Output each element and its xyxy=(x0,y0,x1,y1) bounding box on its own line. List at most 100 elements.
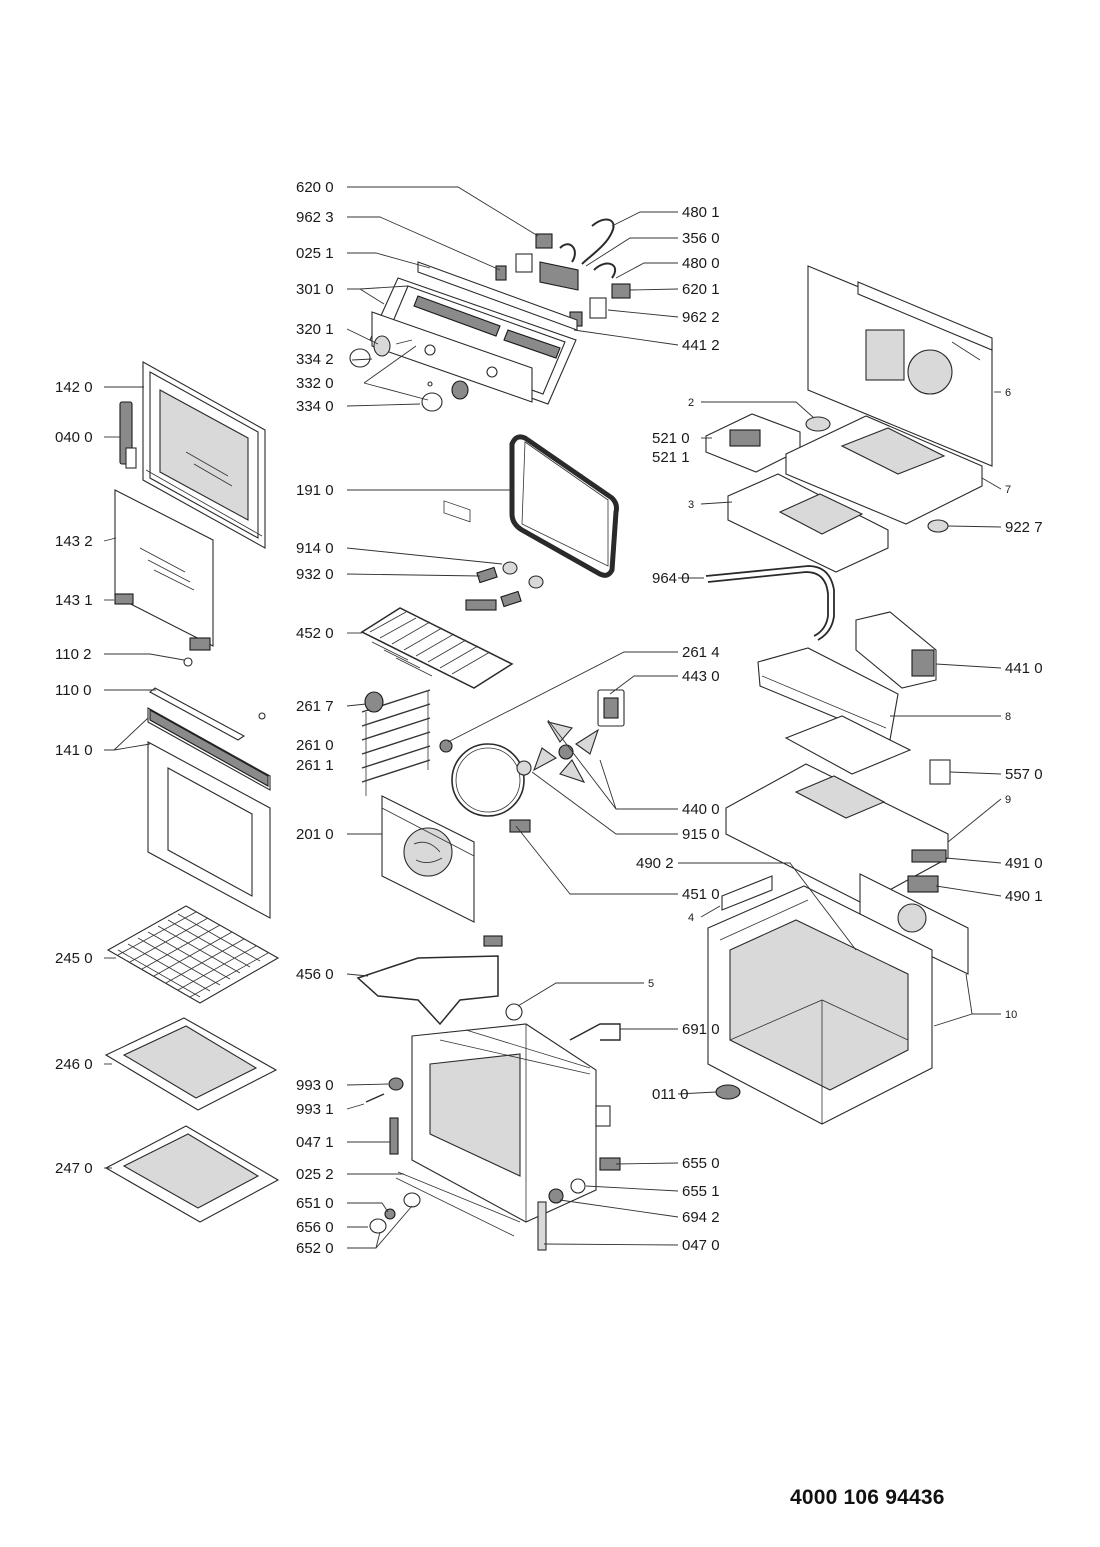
wiring-harnesses xyxy=(559,218,617,279)
part-label: 110 2 xyxy=(55,646,91,663)
part-label: 9 xyxy=(1005,794,1011,806)
part-label: 521 0 xyxy=(652,430,690,447)
door-handle xyxy=(149,687,266,741)
bottom-plate-assembly xyxy=(727,473,889,573)
part-label: 3 xyxy=(688,499,694,511)
part-label: 655 1 xyxy=(682,1183,720,1200)
part-label: 452 0 xyxy=(296,625,334,642)
part-label: 141 0 xyxy=(55,742,93,759)
outer-door-frame xyxy=(142,361,266,549)
inner-door-glass xyxy=(114,489,214,647)
part-label: 655 0 xyxy=(682,1155,720,1172)
part-label: 451 0 xyxy=(682,886,720,903)
door-seal-gasket xyxy=(509,434,619,578)
part-label: 356 0 xyxy=(682,230,720,247)
part-label: 557 0 xyxy=(1005,766,1043,783)
electronic-module xyxy=(705,413,831,473)
part-label: 110 0 xyxy=(55,682,91,699)
part-label: 247 0 xyxy=(55,1160,93,1177)
part-label: 962 2 xyxy=(682,309,720,326)
part-label: 142 0 xyxy=(55,379,93,396)
part-label: 441 0 xyxy=(1005,660,1043,677)
part-label: 491 0 xyxy=(1005,855,1043,872)
part-label: 480 1 xyxy=(682,204,720,221)
baking-tray-shallow xyxy=(104,1017,278,1111)
part-label: 651 0 xyxy=(296,1195,334,1212)
part-label: 143 2 xyxy=(55,533,93,550)
control-switch-right xyxy=(569,283,631,327)
part-label: 914 0 xyxy=(296,540,334,557)
base-plate xyxy=(725,715,949,905)
part-label: 261 1 xyxy=(296,757,334,774)
part-label: 922 7 xyxy=(1005,519,1043,536)
part-label: 652 0 xyxy=(296,1240,334,1257)
part-label: 040 0 xyxy=(55,429,93,446)
cooling-duct-tube xyxy=(705,565,835,641)
back-panel-with-fan-opening xyxy=(859,873,969,975)
control-switch-top xyxy=(495,233,553,281)
part-label: 047 1 xyxy=(296,1134,334,1151)
part-label: 620 0 xyxy=(296,179,334,196)
top-heating-element xyxy=(360,599,514,689)
part-label: 025 2 xyxy=(296,1166,334,1183)
part-label: 025 1 xyxy=(296,245,334,262)
part-label: 521 1 xyxy=(652,449,690,466)
part-label: 143 1 xyxy=(55,592,93,609)
part-label: 441 2 xyxy=(682,337,720,354)
baking-tray-deep xyxy=(104,1125,280,1223)
part-label: 201 0 xyxy=(296,826,334,843)
cooling-fan-motor xyxy=(855,611,937,689)
part-label: 932 0 xyxy=(296,566,334,583)
part-label: 334 2 xyxy=(296,351,334,368)
part-label: 10 xyxy=(1005,1009,1017,1021)
part-label: 6 xyxy=(1005,387,1011,399)
control-panel-facia xyxy=(371,311,533,523)
part-label: 011 0 xyxy=(652,1086,688,1103)
top-plate-assembly xyxy=(785,415,983,533)
part-label: 656 0 xyxy=(296,1219,334,1236)
part-label: 320 1 xyxy=(296,321,334,338)
fan-cover-back-panel xyxy=(381,795,475,923)
front-door-panel xyxy=(147,707,271,919)
part-label: 962 3 xyxy=(296,209,334,226)
part-label: 246 0 xyxy=(55,1056,93,1073)
part-label: 993 1 xyxy=(296,1101,334,1118)
document-number: 4000 106 94436 xyxy=(790,1486,945,1509)
part-label: 332 0 xyxy=(296,375,334,392)
top-cover-panel xyxy=(807,265,993,467)
part-label: 191 0 xyxy=(296,482,334,499)
part-label: 964 0 xyxy=(652,570,690,587)
part-label: 4 xyxy=(688,912,694,924)
duct-channel xyxy=(757,647,899,741)
part-label: 261 7 xyxy=(296,698,334,715)
shelf-guide-runners xyxy=(361,689,431,796)
part-label: 490 1 xyxy=(1005,888,1043,905)
part-label: 915 0 xyxy=(682,826,720,843)
part-label: 047 0 xyxy=(682,1237,720,1254)
oven-cavity xyxy=(411,1023,611,1223)
part-label: 443 0 xyxy=(682,668,720,685)
door-hinge-part xyxy=(119,401,137,469)
part-label: 2 xyxy=(688,397,694,409)
electronic-display-board xyxy=(539,261,579,291)
part-label: 261 4 xyxy=(682,644,720,661)
thermostat-part xyxy=(911,759,951,863)
oven-housing-cabinet xyxy=(707,885,933,1125)
part-label: 7 xyxy=(1005,484,1011,496)
bottom-heating-element xyxy=(356,935,503,1026)
part-label: 8 xyxy=(1005,711,1011,723)
part-label: 334 0 xyxy=(296,398,334,415)
wire-rack xyxy=(106,905,280,1004)
door-small-part xyxy=(183,657,193,667)
part-label: 301 0 xyxy=(296,281,334,298)
fan-blade-and-motor xyxy=(439,689,625,783)
part-label: 5 xyxy=(648,978,654,990)
bulb-holder-parts xyxy=(476,561,544,608)
part-label: 691 0 xyxy=(682,1021,720,1038)
control-knobs xyxy=(349,335,469,412)
part-label: 620 1 xyxy=(682,281,720,298)
part-label: 245 0 xyxy=(55,950,93,967)
part-number-labels: 620 0 962 3 025 1 301 0 320 1 334 2 332 … xyxy=(55,179,1043,1257)
part-label: 456 0 xyxy=(296,966,334,983)
